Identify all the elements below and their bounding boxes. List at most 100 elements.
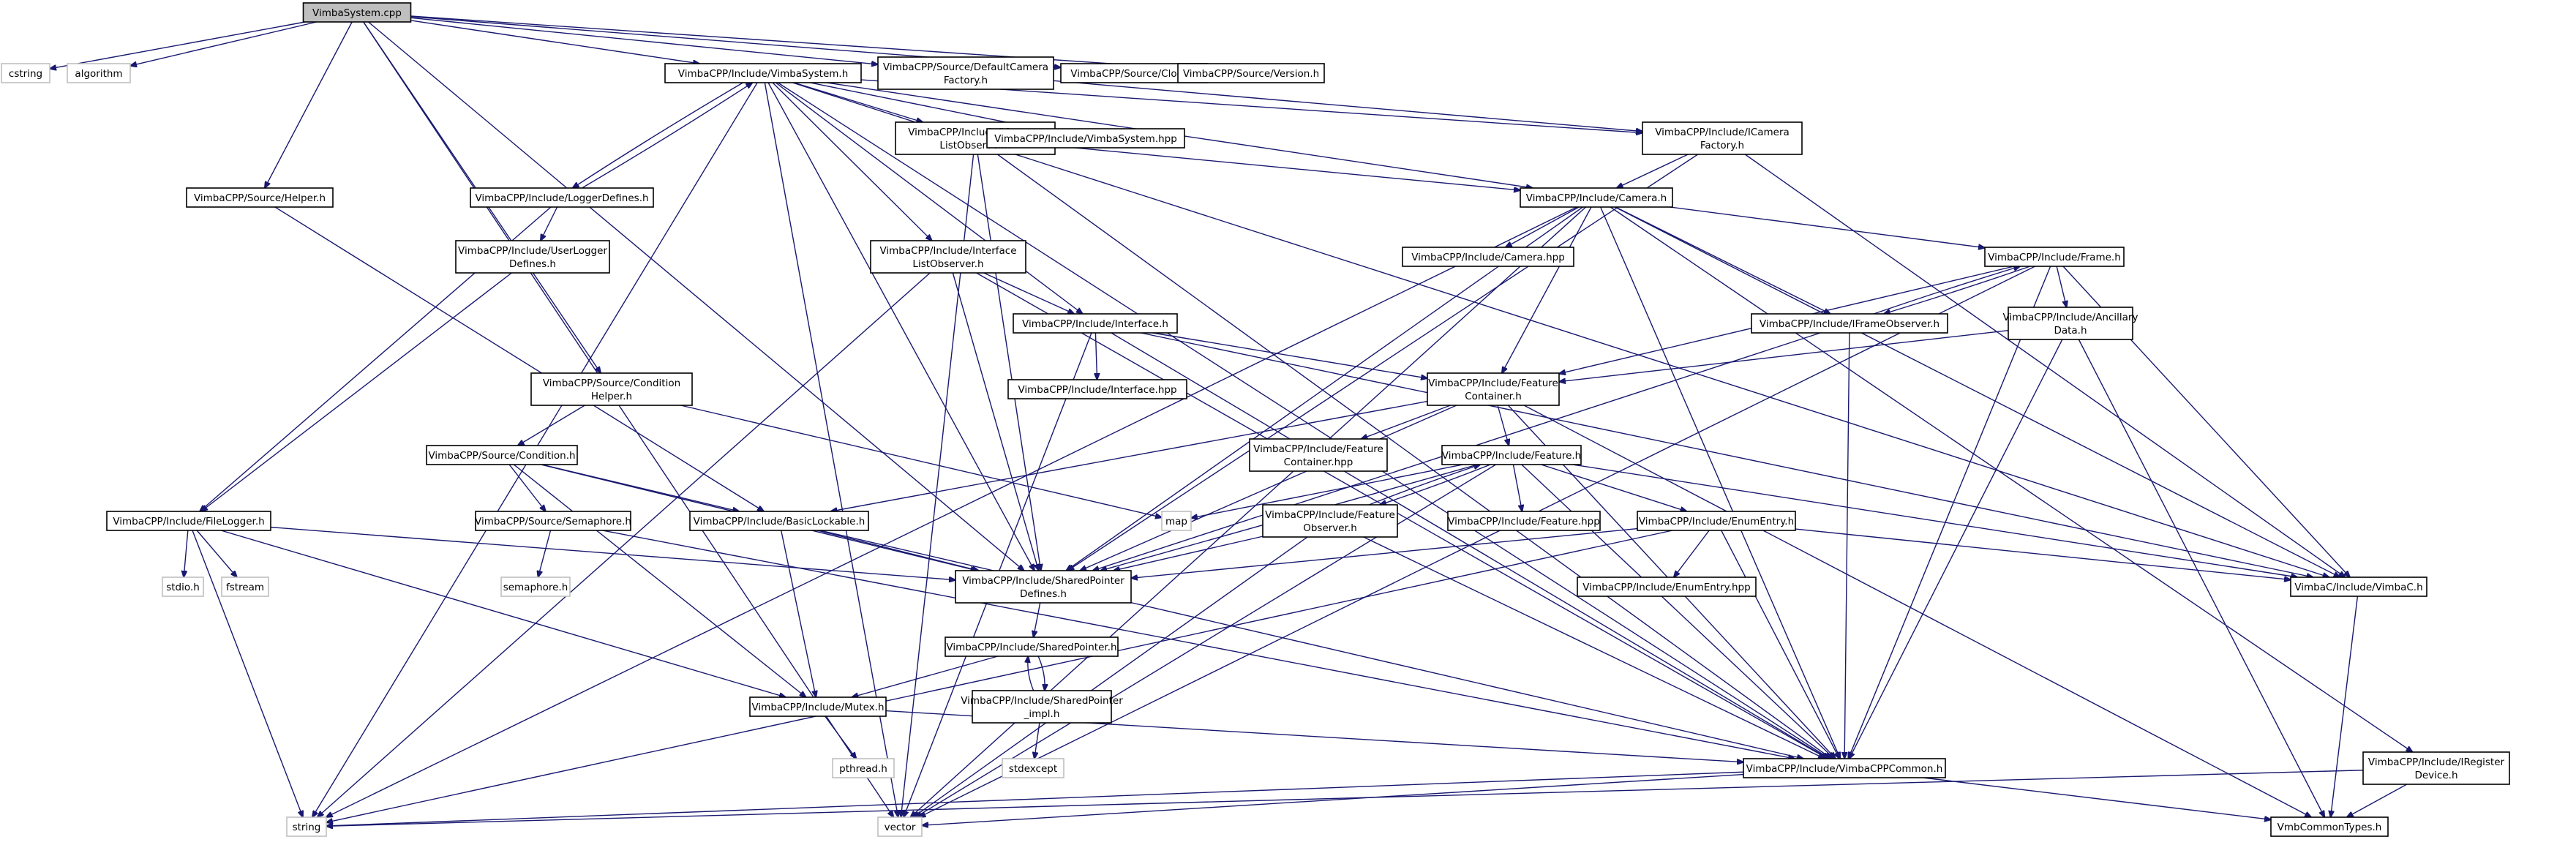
edge-feature-to-enumentry [1541,464,1686,511]
node-semaph: semaphore.h [500,577,571,597]
edge-filelog-to-stdio [184,530,189,577]
node-box [1177,63,1325,83]
node-vimbac[interactable]: VimbaC/Include/VimbaC.h [2290,577,2427,597]
node-logdef[interactable]: VimbaCPP/Include/LoggerDefines.h [470,187,654,208]
edge-vsys-to-logdef [573,82,743,188]
edge-iclo-to-vcommon [996,154,1831,759]
node-label: VimbaCPP/Include/SharedPointer [961,695,1123,707]
node-sp[interactable]: VimbaCPP/Include/SharedPointer.h [945,636,1119,657]
node-box [945,636,1119,657]
node-algorithm: algorithm [67,63,131,83]
node-label: VmbCommonTypes.h [2278,822,2382,833]
edge-iclo-to-camera [1054,145,1520,190]
node-featurehpp[interactable]: VimbaCPP/Include/Feature.hpp [1447,511,1601,531]
node-label: VimbaCPP/Source/Version.h [1183,68,1319,80]
node-sema[interactable]: VimbaCPP/Source/Semaphore.h [475,511,631,531]
edge-iclo-to-spdef [977,154,1040,571]
edge-enumentry-to-enumhpp [1674,530,1710,577]
node-vsys[interactable]: VimbaCPP/Include/VimbaSystem.h [664,63,862,83]
node-label: VimbaCPP/Include/UserLogger [458,245,607,257]
node-map: map [1161,511,1192,531]
node-label: VimbaCPP/Include/BasicLockable.h [694,516,865,527]
edge-filelog-to-spdef [270,526,955,580]
node-box [2290,577,2427,597]
node-box [689,511,869,531]
edge-filelog-to-fstream [196,530,237,577]
node-label: VimbaCPP/Include/EnumEntry.hpp [1582,582,1750,593]
edge-fcont-to-feature [1497,405,1509,446]
edge-feature-to-map [1191,464,1463,518]
node-label: VimbaCPP/Source/Semaphore.h [475,516,631,527]
node-label: VimbaCPP/Include/Feature.h [1442,450,1582,462]
edge-vsys-to-ilo [772,82,932,241]
node-root[interactable]: VimbaSystem.cpp [302,2,412,23]
node-label: Device.h [2414,770,2457,781]
node-enumentry[interactable]: VimbaCPP/Include/EnumEntry.h [1637,511,1796,531]
node-cond[interactable]: VimbaCPP/Source/Condition.h [426,445,578,465]
node-label: VimbaCPP/Include/LoggerDefines.h [475,192,648,204]
node-camera[interactable]: VimbaCPP/Include/Camera.h [1520,187,1673,208]
node-box [302,2,412,23]
node-feature[interactable]: VimbaCPP/Include/Feature.h [1441,445,1582,465]
node-mutex[interactable]: VimbaCPP/Include/Mutex.h [749,696,887,717]
edge-feature-to-vcommon [1521,464,1834,759]
edge-feature-to-fobs [1380,464,1491,505]
edge-root-to-cstring [50,21,306,69]
node-version[interactable]: VimbaCPP/Source/Version.h [1177,63,1325,83]
node-ifacehpp[interactable]: VimbaCPP/Include/Interface.hpp [1007,379,1187,399]
node-frame[interactable]: VimbaCPP/Include/Frame.h [1984,247,2125,267]
node-label: _impl.h [1024,708,1060,720]
edge-fcont-to-vmbtypes [1523,405,2311,817]
node-box [1577,577,1757,597]
node-basiclock[interactable]: VimbaCPP/Include/BasicLockable.h [689,511,869,531]
edge-iregdev-to-string [326,770,2364,827]
edge-camera-to-fcont [1502,206,1592,373]
node-spimpl[interactable]: VimbaCPP/Include/SharedPointer_impl.h [961,690,1123,724]
node-iface[interactable]: VimbaCPP/Include/Interface.h [1013,313,1178,334]
edge-vimbac-to-vmbtypes [2331,596,2359,817]
edge-camera-to-vcommon [1600,206,1841,759]
node-box [530,372,693,406]
node-label: VimbaCPP/Include/Feature [1253,443,1383,455]
edge-icf-to-spdef [1067,154,1699,571]
node-box [972,690,1112,724]
node-ifo[interactable]: VimbaCPP/Include/IFrameObserver.h [1751,313,1948,334]
node-stdexcept: stdexcept [1002,758,1064,778]
node-box [1637,511,1796,531]
node-vsyshpp[interactable]: VimbaCPP/Include/VimbaSystem.hpp [986,128,1185,149]
node-cameracpp[interactable]: VimbaCPP/Include/Camera.hpp [1402,247,1574,267]
node-enumhpp[interactable]: VimbaCPP/Include/EnumEntry.hpp [1577,577,1757,597]
edge-vsys-to-iclo [794,82,923,122]
edge-filelog-to-mutex [220,530,786,697]
node-box [455,240,610,274]
edge-ancil-to-fcont [1559,330,2009,382]
edge-logdef-to-vsys [582,83,752,189]
node-filelog[interactable]: VimbaCPP/Include/FileLogger.h [106,511,271,531]
edge-vcommon-to-vmbtypes [1923,777,2271,819]
node-vector: vector [877,816,923,837]
node-vcommon[interactable]: VimbaCPP/Include/VimbaCPPCommon.h [1743,758,1946,778]
node-helper[interactable]: VimbaCPP/Source/Helper.h [186,187,334,208]
edge-frame-to-ancil [2056,266,2067,307]
edge-sema-to-vcommon [602,530,1795,759]
node-label: VimbaCPP/Include/VimbaCPPCommon.h [1746,763,1943,775]
node-vmbtypes[interactable]: VmbCommonTypes.h [2270,816,2389,837]
node-label: Defines.h [1020,588,1067,600]
node-label: semaphore.h [503,582,568,593]
node-box [186,187,334,208]
node-label: VimbaCPP/Include/ICamera [1655,127,1790,138]
node-label: VimbaCPP/Include/EnumEntry.h [1639,516,1794,527]
node-box [870,240,1026,274]
node-label: map [1165,516,1187,527]
